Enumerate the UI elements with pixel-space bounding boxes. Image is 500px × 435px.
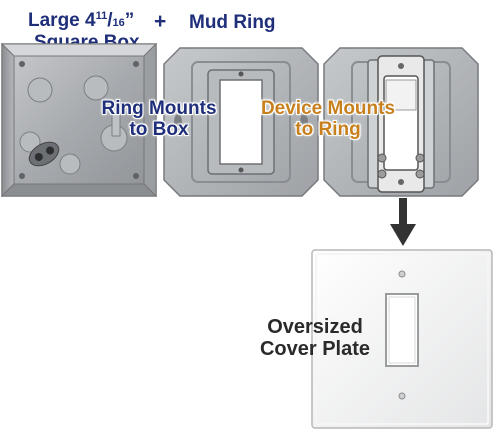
fraction-denominator: 16 (112, 17, 125, 29)
mud-ring-title: Mud Ring (189, 12, 276, 33)
plus-sign: + (154, 10, 167, 33)
mud-ring-image (163, 47, 319, 197)
cover-plate-line2: Cover Plate (259, 338, 371, 360)
device-mounts-line1: Device Mounts (260, 98, 396, 119)
fraction-numerator: 11 (95, 10, 108, 22)
arrow-down-icon (390, 198, 416, 246)
ring-mounts-label: Ring Mounts to Box (84, 98, 234, 140)
square-box-image (0, 42, 158, 198)
box-title-prefix: Large 4 (28, 10, 96, 31)
ring-mounts-line2: to Box (129, 119, 189, 140)
cover-plate-image (311, 249, 493, 429)
cover-plate-label: Oversized Cover Plate (240, 316, 390, 360)
cover-plate-line1: Oversized (267, 316, 363, 338)
ring-with-device-image (323, 47, 479, 197)
fraction-slash: / (107, 10, 113, 31)
box-title-line1: Large 411/16” (28, 6, 140, 33)
device-mounts-line2: to Ring (295, 119, 361, 140)
device-mounts-label: Device Mounts to Ring (248, 98, 408, 140)
inch-mark: ” (124, 10, 135, 31)
ring-mounts-line1: Ring Mounts (101, 98, 217, 119)
